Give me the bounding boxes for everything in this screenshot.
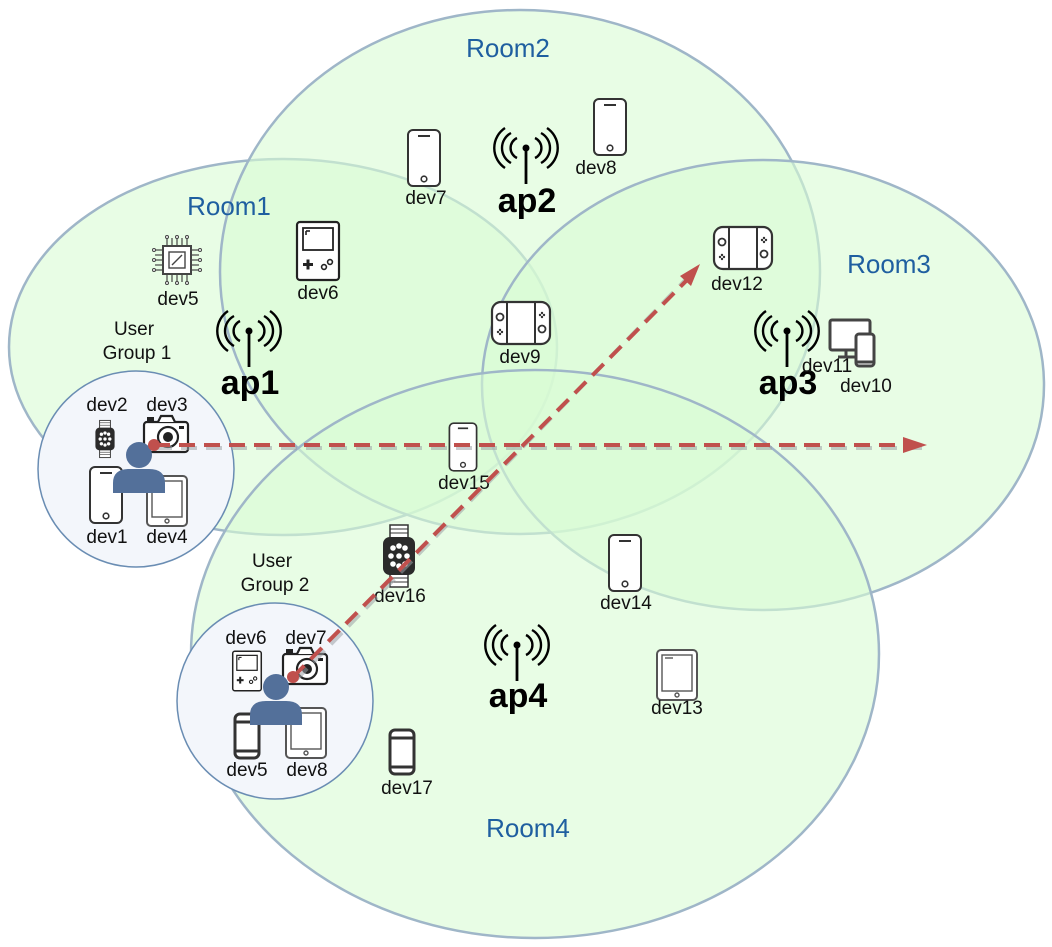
dev11-label: dev11	[802, 356, 852, 377]
group1-title-line1: User	[114, 319, 155, 340]
phone-icon	[388, 728, 416, 776]
tablet-icon	[656, 649, 698, 701]
group2-dev5-label: dev5	[226, 760, 267, 781]
dev8-label: dev8	[575, 158, 616, 179]
ap2-label: ap2	[498, 182, 557, 220]
ap1-label: ap1	[221, 364, 280, 402]
dev10-label: dev10	[840, 376, 892, 397]
group1-dev2-label: dev2	[86, 395, 127, 416]
dev12-label: dev12	[711, 274, 763, 295]
dev13-label: dev13	[651, 698, 703, 719]
gameboy-icon	[231, 650, 263, 692]
room1-label: Room1	[187, 191, 271, 221]
ap4-label: ap4	[489, 677, 548, 715]
phone-icon	[593, 98, 627, 156]
group2-dev7-label: dev7	[285, 628, 326, 649]
group2-title-line1: User	[252, 551, 293, 572]
ap3-label: ap3	[759, 364, 818, 402]
dev6-label: dev6	[297, 283, 338, 304]
phone-icon	[608, 534, 642, 592]
trajectory-group2	[287, 264, 700, 683]
dev16-label: dev16	[374, 586, 426, 607]
gameboy-icon	[295, 220, 341, 282]
dev15-label: dev15	[438, 473, 490, 494]
group2-title-line2: Group 2	[241, 575, 310, 596]
group1-dev3-label: dev3	[146, 395, 187, 416]
room3-label: Room3	[847, 249, 931, 279]
room4-label: Room4	[486, 813, 570, 843]
dev9-label: dev9	[499, 347, 540, 368]
dev17-label: dev17	[381, 778, 433, 799]
group2-dev6-label: dev6	[225, 628, 266, 649]
switch-controller-icon	[712, 225, 774, 271]
dev7-label: dev7	[405, 188, 446, 209]
trajectory-start	[287, 671, 299, 683]
trajectory-arrowhead	[903, 437, 927, 453]
dev5-label: dev5	[157, 289, 198, 310]
trajectory-start	[148, 439, 160, 451]
trajectory-arrowhead	[680, 264, 700, 286]
group1-dev1-label: dev1	[86, 527, 127, 548]
trajectory-group1	[148, 437, 927, 453]
switch-controller-icon	[490, 300, 552, 346]
phone-icon	[407, 129, 441, 187]
dev14-label: dev14	[600, 593, 652, 614]
group1-title-line2: Group 1	[103, 343, 172, 364]
room2-label: Room2	[466, 33, 550, 63]
group2-dev8-label: dev8	[286, 760, 327, 781]
group1-dev4-label: dev4	[146, 527, 188, 548]
user-group-1: User Group 1 dev2 dev3 dev1 dev4	[37, 319, 235, 568]
